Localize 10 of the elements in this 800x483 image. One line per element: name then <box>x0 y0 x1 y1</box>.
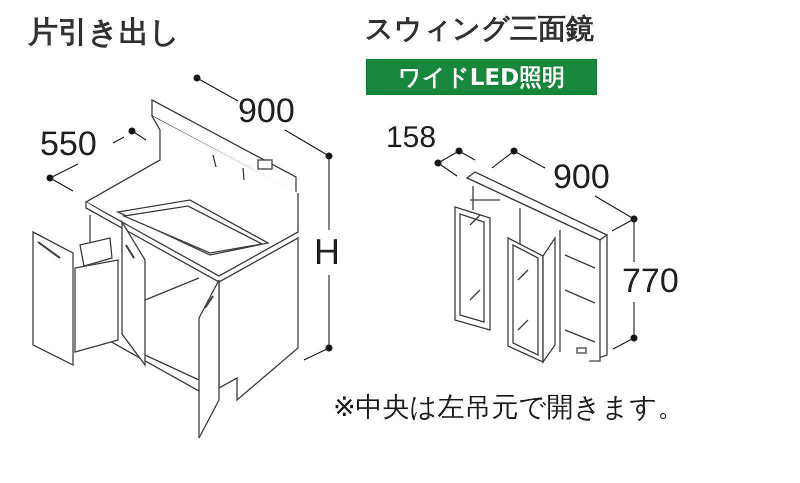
dimension-label: 550 <box>40 127 97 161</box>
badge-text: ワイドLED照明 <box>398 64 566 92</box>
dimension-label: H <box>314 234 340 270</box>
dimension-label: 770 <box>622 264 679 298</box>
dimension-label: 900 <box>238 94 295 128</box>
dimension-label: 900 <box>553 160 610 194</box>
heading: 片引き出し <box>28 18 180 48</box>
note-text: ※中央は左吊元で開きます。 <box>333 394 685 421</box>
dimension-label: 158 <box>386 123 436 153</box>
label-badge <box>366 59 597 95</box>
